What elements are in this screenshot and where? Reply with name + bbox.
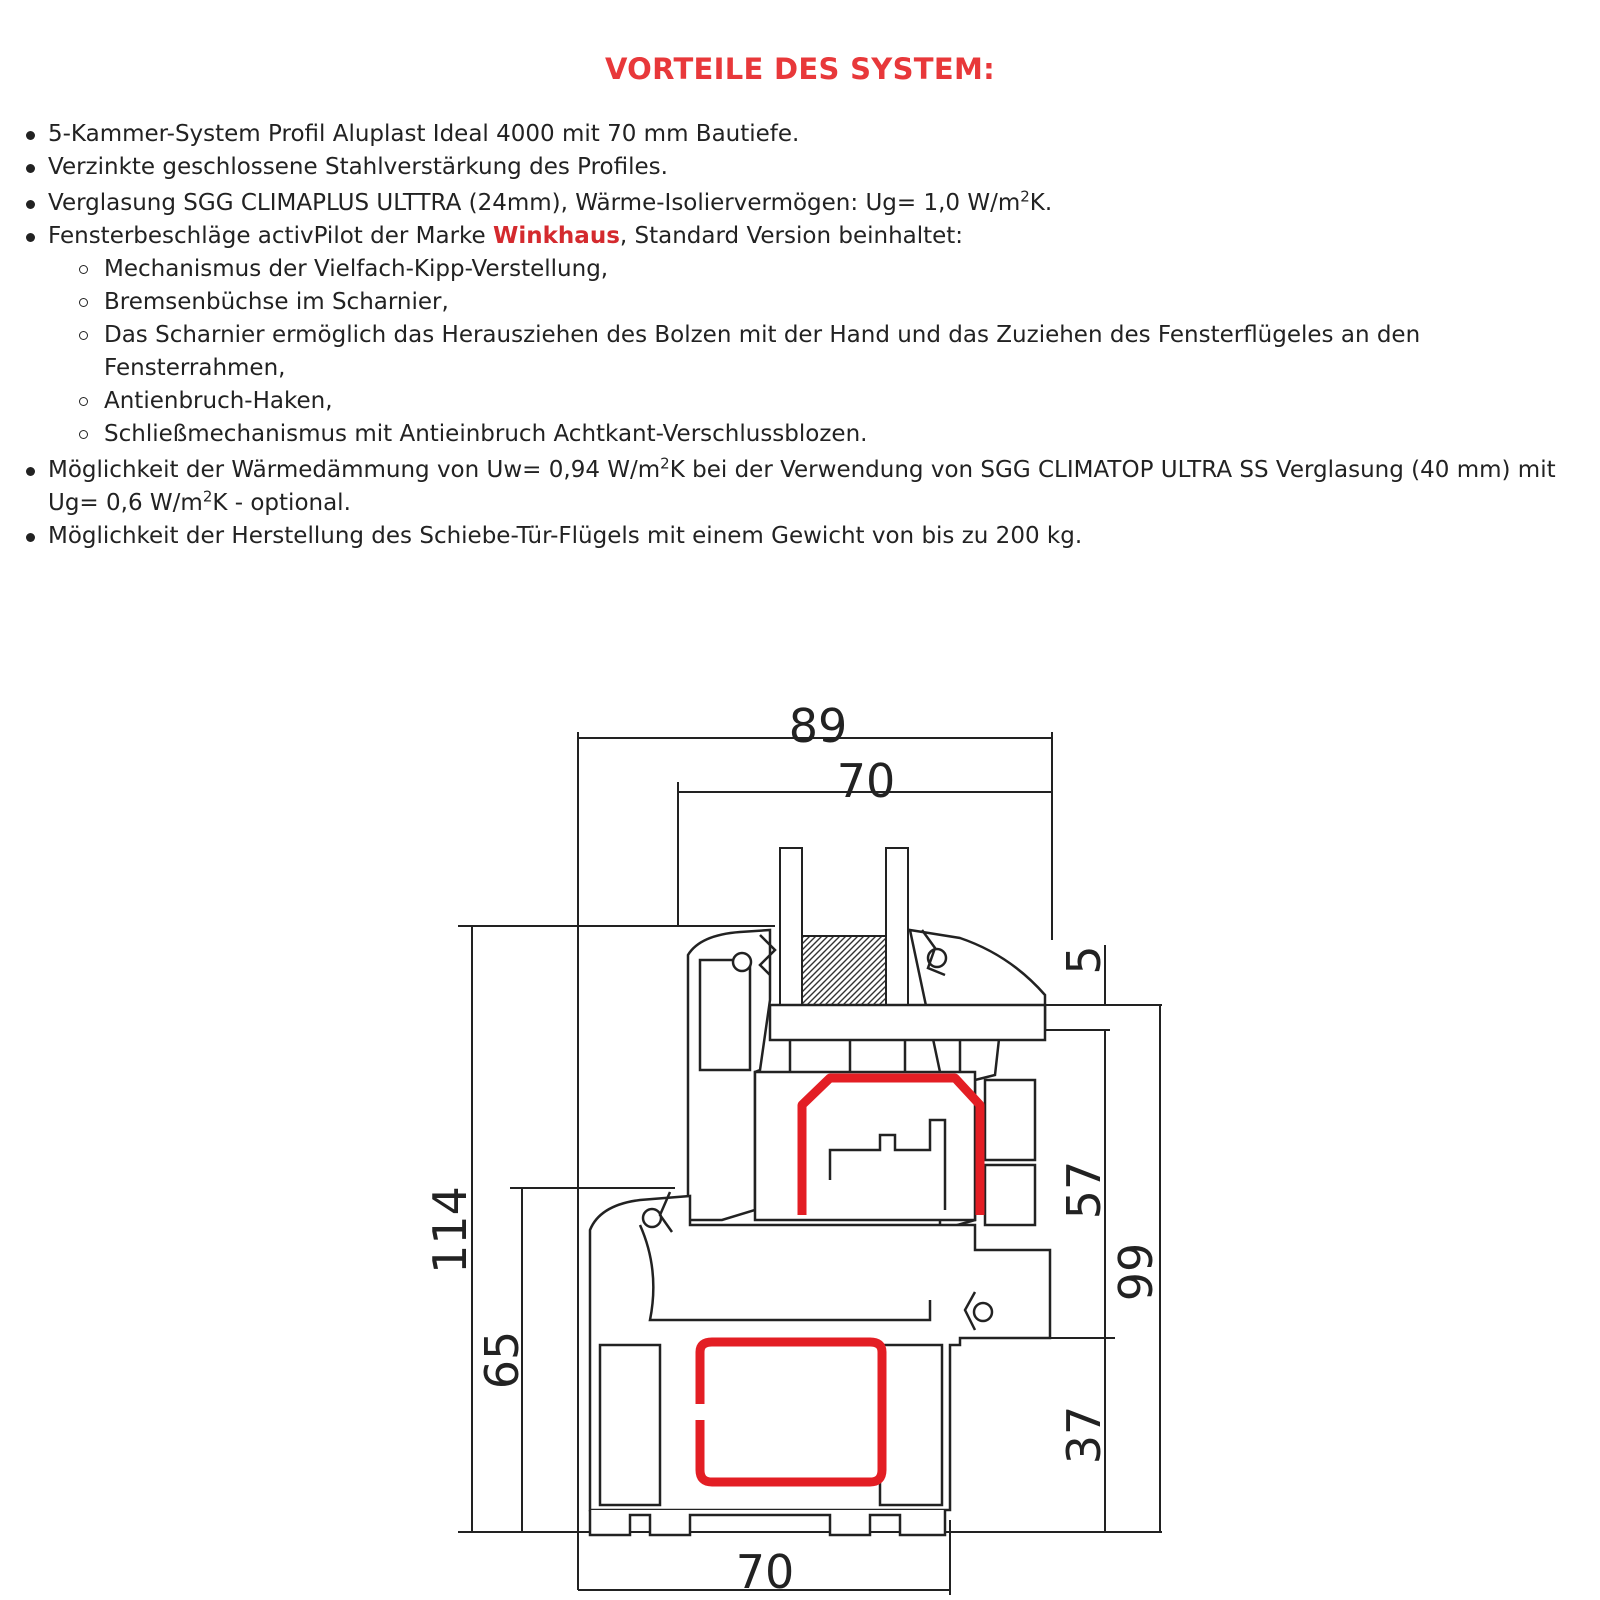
dimension-37: 37 <box>1057 1406 1111 1465</box>
dimension-114: 114 <box>423 1186 477 1274</box>
sub-list-item: Schließmechanismus mit Antieinbruch Acht… <box>22 418 1582 451</box>
dimension-70-bottom: 70 <box>736 1545 795 1599</box>
sash-profile <box>686 928 1047 1232</box>
glass-pane <box>779 847 909 1009</box>
frame-profile <box>588 1194 1052 1537</box>
list-item: Möglichkeit der Wärmedämmung von Uw= 0,9… <box>22 454 1582 520</box>
dimension-65: 65 <box>475 1331 529 1390</box>
dimension-5: 5 <box>1057 945 1111 974</box>
dimension-70-top: 70 <box>837 754 896 808</box>
list-item: Möglichkeit der Herstellung des Schiebe-… <box>22 520 1582 553</box>
list-item: Verglasung SGG CLIMAPLUS ULTTRA (24mm), … <box>22 187 1582 220</box>
dimension-57: 57 <box>1057 1161 1111 1220</box>
page-title: VORTEILE DES SYSTEM: <box>604 52 996 86</box>
dimension-99: 99 <box>1109 1243 1163 1302</box>
list-item: 5-Kammer-System Profil Aluplast Ideal 40… <box>22 118 1582 151</box>
sub-list-item: Bremsenbüchse im Scharnier, <box>22 286 1582 319</box>
steel-reinforcement <box>695 1073 985 1487</box>
dimension-lines <box>458 732 1162 1595</box>
sub-list-item: Antienbruch-Haken, <box>22 385 1582 418</box>
advantages-list: 5-Kammer-System Profil Aluplast Ideal 40… <box>22 118 1582 553</box>
list-item: Verzinkte geschlossene Stahlverstärkung … <box>22 151 1582 184</box>
dimension-89: 89 <box>789 699 848 753</box>
sub-list-item: Mechanismus der Vielfach-Kipp-Verstellun… <box>22 253 1582 286</box>
brand-winkhaus: Winkhaus <box>493 223 620 249</box>
list-item: Fensterbeschläge activPilot der Marke Wi… <box>22 220 1582 253</box>
sub-list-item: Das Scharnier ermöglich das Herausziehen… <box>22 319 1582 385</box>
gaskets <box>641 929 994 1331</box>
